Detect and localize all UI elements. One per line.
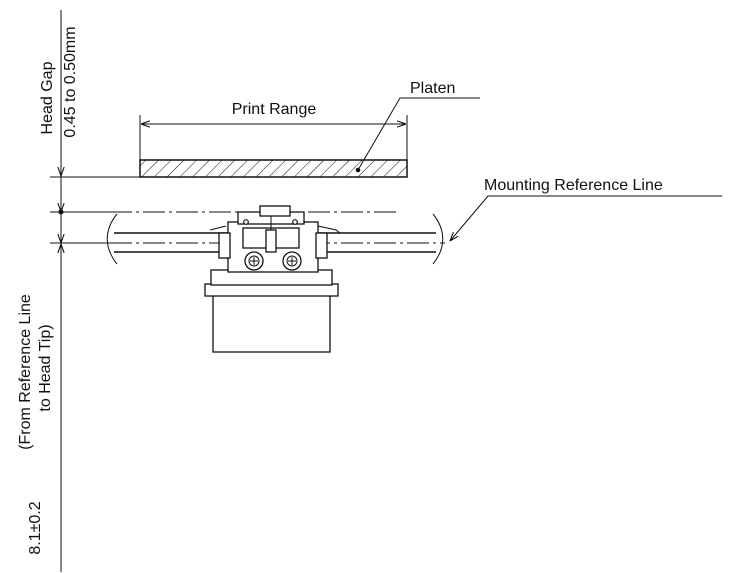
platen-label: Platen <box>410 80 455 97</box>
print-range-label: Print Range <box>232 101 317 118</box>
to-head-tip-label: to Head Tip) <box>37 324 54 411</box>
left-dimension-line <box>50 10 140 572</box>
mounting-reference-leader <box>450 195 722 241</box>
head-gap-label: Head Gap <box>39 61 56 134</box>
platen-leader <box>355 97 480 173</box>
head-gap-value: 0.45 to 0.50mm <box>62 26 79 137</box>
print-head-assembly <box>204 205 341 353</box>
platen <box>139 159 408 178</box>
head-tip-dimension: 8.1±0.2 <box>27 501 44 554</box>
from-reference-line-label: (From Reference Line <box>17 294 34 450</box>
left-screw-icon <box>244 251 264 271</box>
print-range-dimension <box>139 115 408 160</box>
right-screw-icon <box>282 251 302 271</box>
mounting-reference-label: Mounting Reference Line <box>484 177 663 194</box>
